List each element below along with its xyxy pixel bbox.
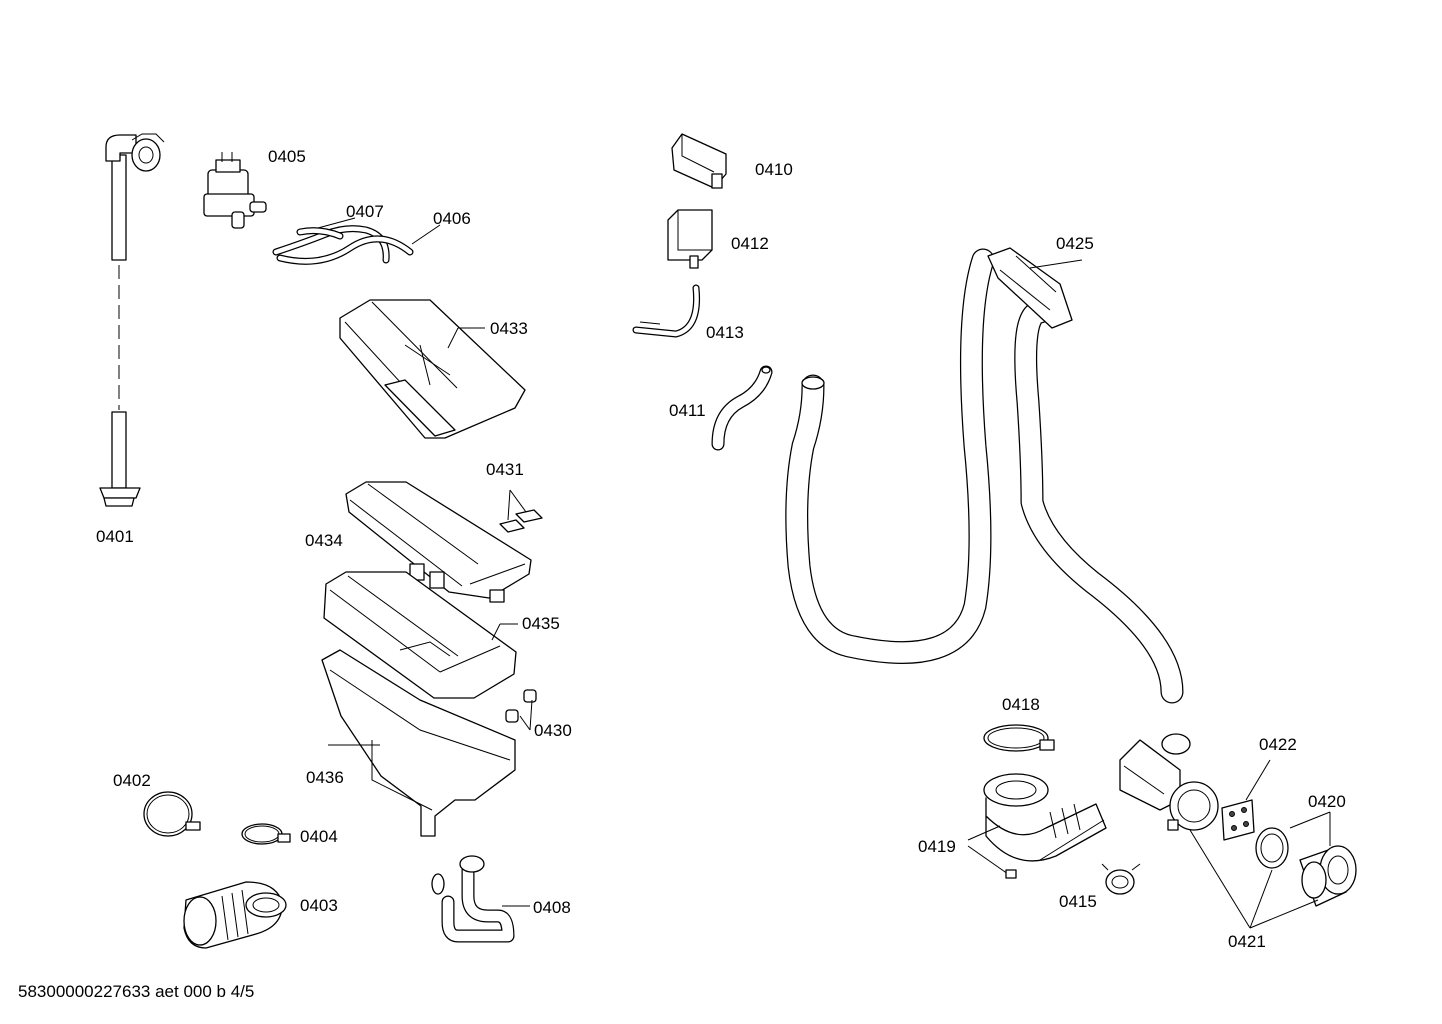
label-0401: 0401	[96, 527, 134, 546]
part-0407-0406-hoses	[272, 217, 441, 265]
label-0406: 0406	[433, 209, 471, 228]
label-0413: 0413	[706, 323, 744, 342]
part-0419-sump-bellows	[967, 773, 1107, 879]
part-0425-drain-hose	[785, 247, 1184, 704]
label-0404: 0404	[300, 827, 338, 846]
label-0403: 0403	[300, 896, 338, 915]
label-0420: 0420	[1308, 792, 1346, 811]
label-0412: 0412	[731, 234, 769, 253]
part-0412-pressure-switch	[667, 209, 713, 269]
part-0420-seal-ring	[1255, 827, 1289, 869]
label-0422: 0422	[1259, 735, 1297, 754]
part-0410-connector	[671, 133, 727, 189]
label-0419: 0419	[918, 837, 956, 856]
part-0402-clamp	[143, 791, 201, 837]
part-0431-pads	[499, 489, 543, 533]
part-0401-inlet-pipe	[99, 133, 165, 507]
part-drain-pump	[1119, 733, 1219, 831]
label-0421: 0421	[1228, 932, 1266, 951]
label-0407: 0407	[346, 202, 384, 221]
leader-0421	[1189, 829, 1319, 929]
label-0411: 0411	[669, 401, 706, 420]
label-0435: 0435	[522, 614, 560, 633]
label-0430: 0430	[534, 721, 572, 740]
label-0410: 0410	[755, 160, 793, 179]
part-0433-dispenser-cover	[339, 299, 526, 439]
part-0405-inlet-valve	[203, 152, 267, 229]
label-0402: 0402	[113, 771, 151, 790]
label-0408: 0408	[533, 898, 571, 917]
label-0415: 0415	[1059, 892, 1097, 911]
part-0418-clamp	[983, 724, 1055, 752]
part-0408-drain-pipe	[431, 855, 530, 943]
label-0431: 0431	[486, 460, 524, 479]
part-0415-spring-clip	[1101, 863, 1141, 895]
part-0435-dispenser-housing	[323, 571, 518, 699]
label-0425: 0425	[1056, 234, 1094, 253]
label-0434: 0434	[305, 531, 343, 550]
part-0403-bellows	[183, 881, 287, 949]
part-0430-fittings	[505, 689, 537, 731]
part-0404-small-clamp	[241, 823, 291, 845]
label-0418: 0418	[1002, 695, 1040, 714]
part-0413-small-hose	[632, 284, 701, 338]
document-id-footer: 58300000227633 aet 000 b 4/5	[18, 982, 255, 1001]
label-0433: 0433	[490, 319, 528, 338]
part-0436-housing-bottom	[321, 649, 516, 837]
label-0405: 0405	[268, 147, 306, 166]
part-0434-detergent-drawer	[345, 481, 532, 603]
part-0422-plate	[1221, 759, 1271, 841]
label-0436: 0436	[306, 768, 344, 787]
part-0411-hose	[711, 365, 773, 451]
part-0420-filter	[1289, 811, 1357, 907]
